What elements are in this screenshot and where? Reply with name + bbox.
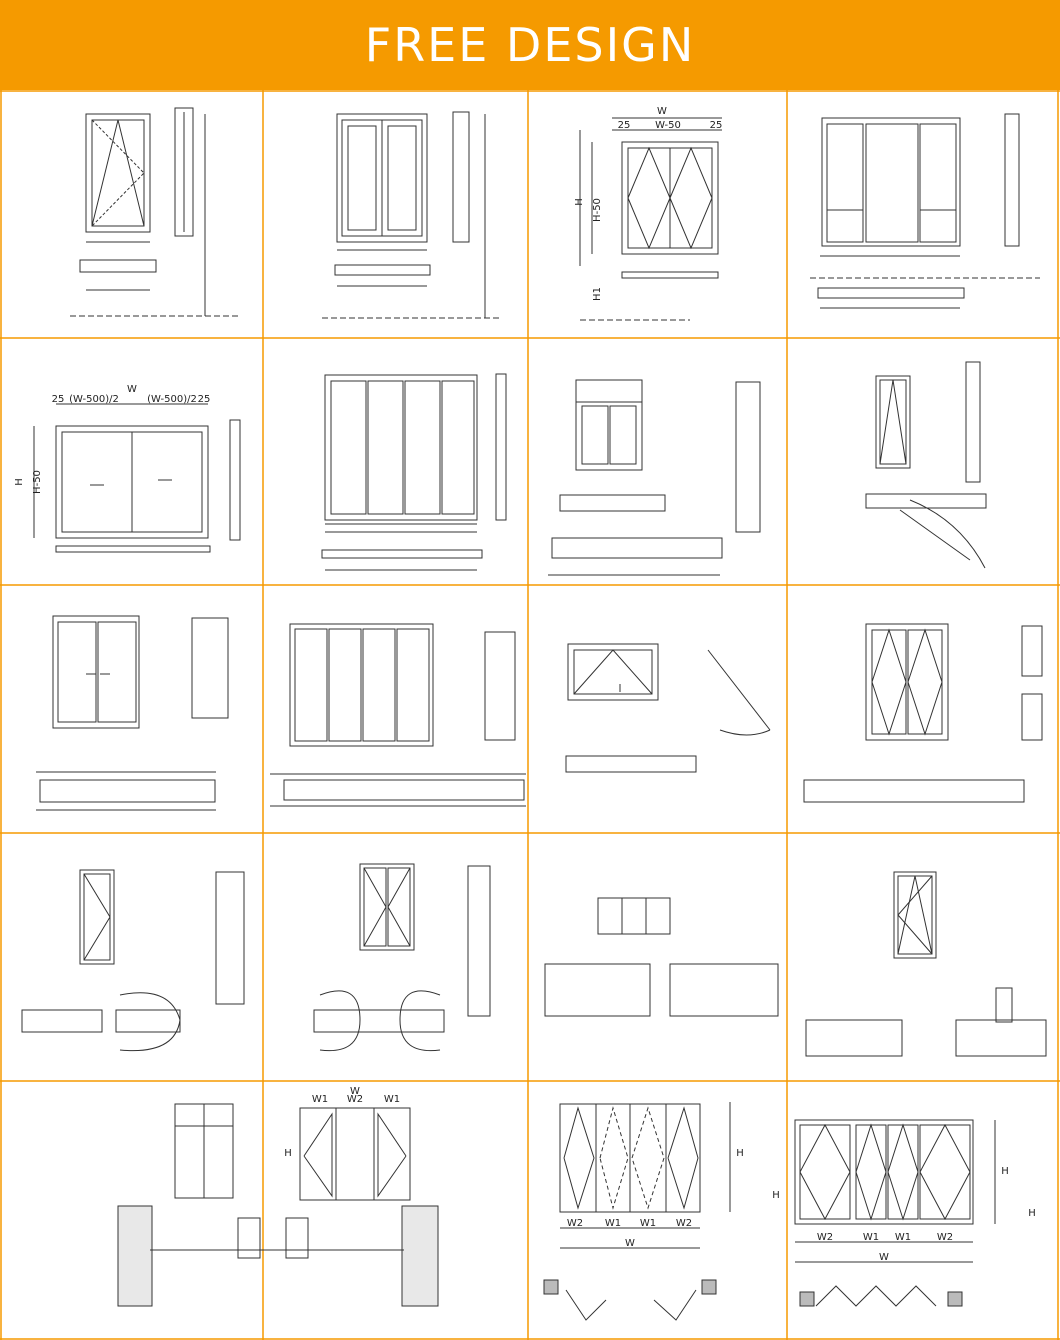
free-design-banner: FREE DESIGN [0,0,1060,90]
label-w-cell18: W [625,1238,635,1249]
label-w-cell5: W [127,384,137,395]
drawing-triple-fixed [544,897,779,1017]
label-w-cell3: W [657,106,667,117]
drawing-casement-door-swing [865,361,987,569]
label-w1b-cell19: W1 [895,1232,911,1243]
label-25a-cell5: 25 [52,394,65,405]
label-h1-cell19: H [1028,1208,1036,1219]
label-w1a-cell19: W1 [863,1232,879,1243]
drawing-awning-window [565,643,771,773]
drawing-sliding-four-panel [321,373,507,571]
drawing-french-casement-double [803,623,1043,803]
label-25b-cell3: 25 [710,120,723,131]
label-h50-cell5: H-50 [32,470,43,494]
label-h-cell3: H [574,198,585,206]
label-w2b-cell18: W2 [676,1218,692,1229]
label-h-cell18: H [736,1148,744,1159]
drawing-lift-slide-four-panel [270,623,526,807]
label-w-cell17: W [350,1086,360,1097]
grid-lines [0,90,1060,1340]
banner-title: FREE DESIGN [364,18,696,72]
drawing-casement-double-dimensioned [579,117,722,321]
label-w1a-cell17: W1 [312,1094,328,1105]
drawing-casement-single-hinge [805,871,1047,1057]
label-h-cell19: H [1001,1166,1009,1177]
drawing-tilt-turn-single [21,869,245,1052]
drawing-french-door-handles [313,863,491,1052]
drawing-folding-four-panel-b [794,1119,996,1307]
label-h50-cell3: H-50 [592,198,603,222]
label-w2b-cell19: W2 [937,1232,953,1243]
label-w2a-cell19: W2 [817,1232,833,1243]
label-halfw-a-cell5: (W-500)/2 [69,394,119,405]
label-w-cell19: W [879,1252,889,1263]
label-w50-cell3: W-50 [655,120,681,131]
drawing-casement-single [70,107,240,317]
label-25b-cell5: 25 [198,394,211,405]
label-w1b-cell17: W1 [384,1094,400,1105]
label-w1b-cell18: W1 [640,1218,656,1229]
drawing-three-panel-fixed-center [810,113,1040,309]
drawing-sliding-double [322,111,500,319]
label-w2-cell17: W2 [347,1094,363,1105]
label-h-cell5: H [14,478,25,486]
label-h1-cell3: H1 [592,287,603,301]
drawing-combined-casement-wall [117,1103,439,1307]
label-w1a-cell18: W1 [605,1218,621,1229]
drawing-sliding-double-dimensioned [33,403,241,553]
label-halfw-b-cell5: (W-500)/2 [147,394,197,405]
label-h1-cell18: H [772,1190,780,1201]
label-25a-cell3: 25 [618,120,631,131]
drawing-lift-slide-double [36,615,229,811]
drawing-sliding-with-transom [548,379,761,576]
design-grid: W W-50 25 25 H-50 H H1 W (W-500)/2 (W-50… [0,90,1060,1340]
drawing-folding-four-panel [543,1102,731,1321]
label-w2a-cell18: W2 [567,1218,583,1229]
design-drawings: W W-50 25 25 H-50 H H1 W (W-500)/2 (W-50… [0,90,1060,1340]
label-h-cell17: H [284,1148,292,1159]
